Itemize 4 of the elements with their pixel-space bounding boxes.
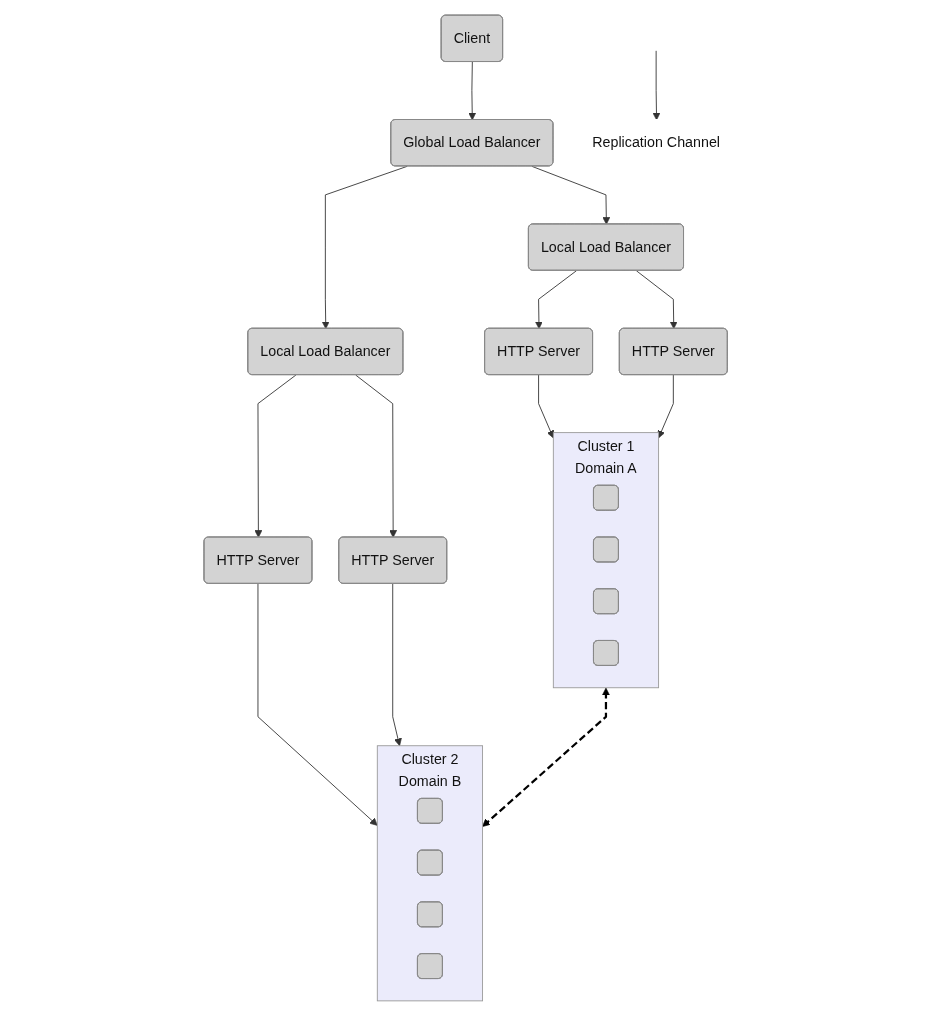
- node-label: Domain A: [575, 460, 638, 476]
- arrow: [482, 687, 611, 827]
- node-text: Replication Channel: [592, 134, 721, 150]
- node-label: Domain B: [398, 773, 462, 789]
